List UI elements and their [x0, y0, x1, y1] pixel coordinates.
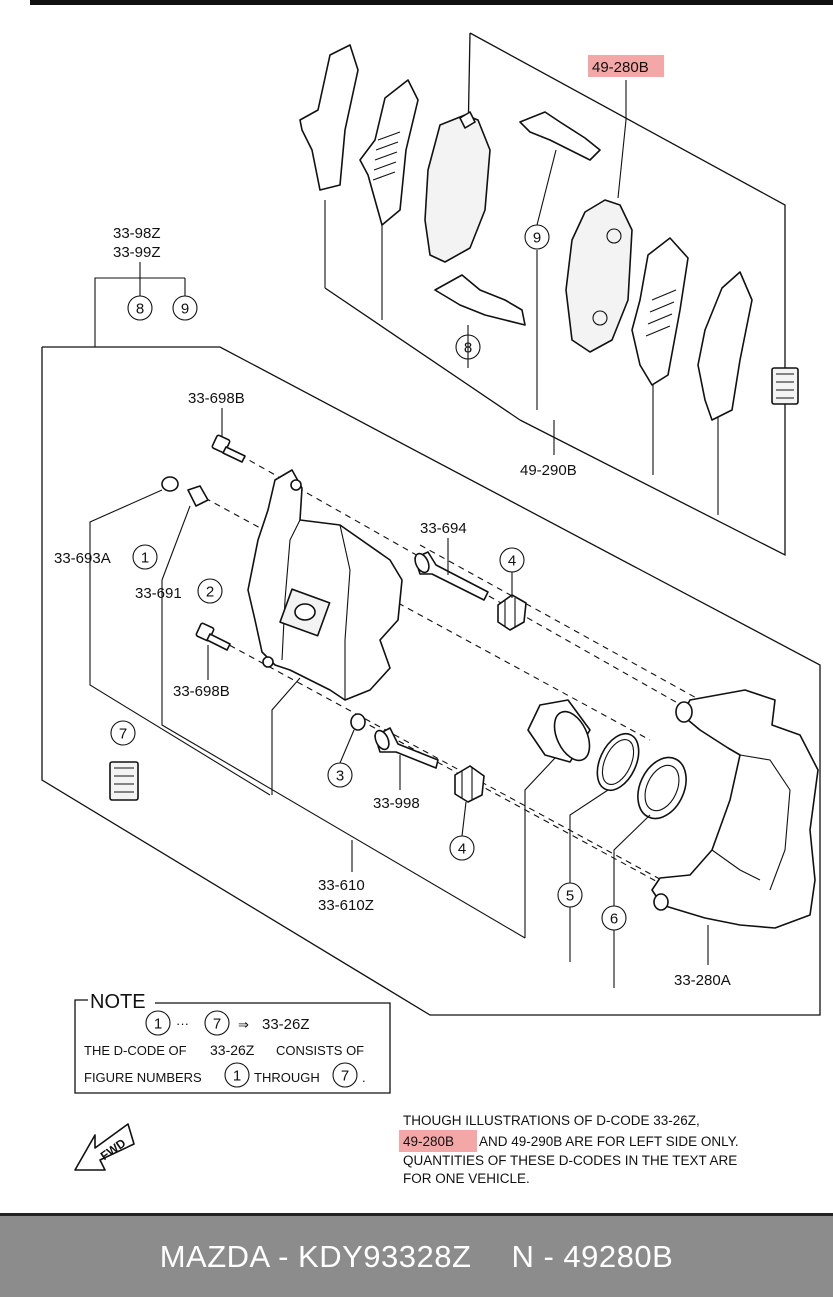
label-33-99z: 33-99Z	[113, 244, 161, 261]
bleeder-screw	[187, 485, 209, 507]
guide-pin-33-694	[414, 551, 489, 601]
upper-pads-left	[299, 44, 601, 326]
note-arrow: ⇒	[238, 1017, 249, 1032]
label-33-698b-top: 33-698B	[188, 390, 245, 407]
caliper-body	[247, 469, 403, 701]
note-line3a: FIGURE NUMBERS	[84, 1070, 202, 1085]
seal-5	[596, 732, 640, 792]
footer-oem-number: N - 49280B	[511, 1238, 674, 1274]
label-33-610z: 33-610Z	[318, 897, 374, 914]
note-line3d: .	[362, 1070, 366, 1085]
callout-9b: 9	[533, 230, 541, 247]
callout-3: 3	[336, 768, 344, 785]
callout-circle	[455, 334, 481, 360]
bolt-top	[211, 434, 246, 463]
callout-circle	[132, 544, 158, 570]
caliper-bracket	[651, 689, 819, 929]
bolt-bottom	[195, 622, 231, 651]
note-title: NOTE	[90, 991, 146, 1013]
boot-6	[637, 756, 687, 820]
label-33-280a: 33-280A	[674, 972, 731, 989]
guide-pin-33-998	[374, 727, 439, 769]
label-33-693a: 33-693A	[54, 550, 111, 567]
label-33-610: 33-610	[318, 877, 365, 894]
callout-8a: 8	[136, 301, 144, 318]
callout-4a: 4	[508, 553, 516, 570]
note-box: NOTE 1 ··· 7 ⇒ 33-26Z THE D-CODE OF 33-2…	[74, 991, 391, 1094]
top-border	[30, 0, 833, 5]
label-33-694: 33-694	[420, 520, 467, 537]
callout-circle	[197, 578, 223, 604]
highlight-label-top: 49-280B	[592, 59, 649, 76]
part-7-sensor	[109, 761, 139, 801]
note-dots: ···	[176, 1016, 189, 1031]
caliper-frame	[41, 346, 821, 1016]
upper-pads-right	[565, 199, 799, 421]
note-circle-7: 7	[213, 1016, 221, 1033]
disclaimer: THOUGH ILLUSTRATIONS OF D-CODE 33-26Z, 4…	[399, 1113, 739, 1186]
callout-9a: 9	[181, 301, 189, 318]
callout-4b: 4	[458, 841, 466, 858]
label-33-98z: 33-98Z	[113, 225, 161, 242]
callout-1: 1	[141, 550, 149, 567]
note-line3-circle-7: 7	[341, 1068, 349, 1085]
footer-bar: MAZDA - KDY93328Z N - 49280B	[0, 1213, 833, 1297]
fwd-arrow-icon: FWD	[74, 1123, 135, 1171]
callout-7: 7	[119, 726, 127, 743]
callout-2: 2	[206, 584, 214, 601]
note-code: 33-26Z	[262, 1016, 310, 1033]
note-line2a: THE D-CODE OF	[84, 1043, 187, 1058]
disclaimer-line4: FOR ONE VEHICLE.	[403, 1171, 530, 1186]
note-line2c: CONSISTS OF	[276, 1043, 364, 1058]
piston	[527, 699, 591, 763]
note-line3b: THROUGH	[254, 1070, 320, 1085]
label-49-290b: 49-290B	[520, 462, 577, 479]
callout-6: 6	[610, 911, 618, 928]
boot-4-upper	[497, 594, 527, 631]
disclaimer-line3: QUANTITIES OF THESE D-CODES IN THE TEXT …	[403, 1153, 737, 1168]
callout-circle	[110, 720, 136, 746]
boot-4-lower	[454, 765, 485, 803]
callout-circle	[127, 295, 153, 321]
label-33-998: 33-998	[373, 795, 420, 812]
highlight-label-top-group: 49-280B	[588, 55, 664, 77]
callout-5: 5	[566, 888, 574, 905]
callout-8b: 8	[464, 340, 472, 357]
washer-3	[350, 713, 366, 731]
disclaimer-line1: THOUGH ILLUSTRATIONS OF D-CODE 33-26Z,	[403, 1113, 700, 1128]
disclaimer-line2-highlight: 49-280B	[403, 1134, 454, 1149]
note-line2b: 33-26Z	[210, 1042, 255, 1058]
footer-part-number: MAZDA - KDY93328Z	[159, 1238, 472, 1274]
note-circle-1: 1	[154, 1016, 162, 1033]
label-33-698b-bottom: 33-698B	[173, 683, 230, 700]
label-33-691: 33-691	[135, 585, 182, 602]
bleeder-cap	[161, 476, 179, 492]
disclaimer-line2-rest: AND 49-290B ARE FOR LEFT SIDE ONLY.	[479, 1134, 739, 1149]
note-line3-circle-1: 1	[233, 1068, 241, 1085]
callout-circle	[172, 295, 198, 321]
